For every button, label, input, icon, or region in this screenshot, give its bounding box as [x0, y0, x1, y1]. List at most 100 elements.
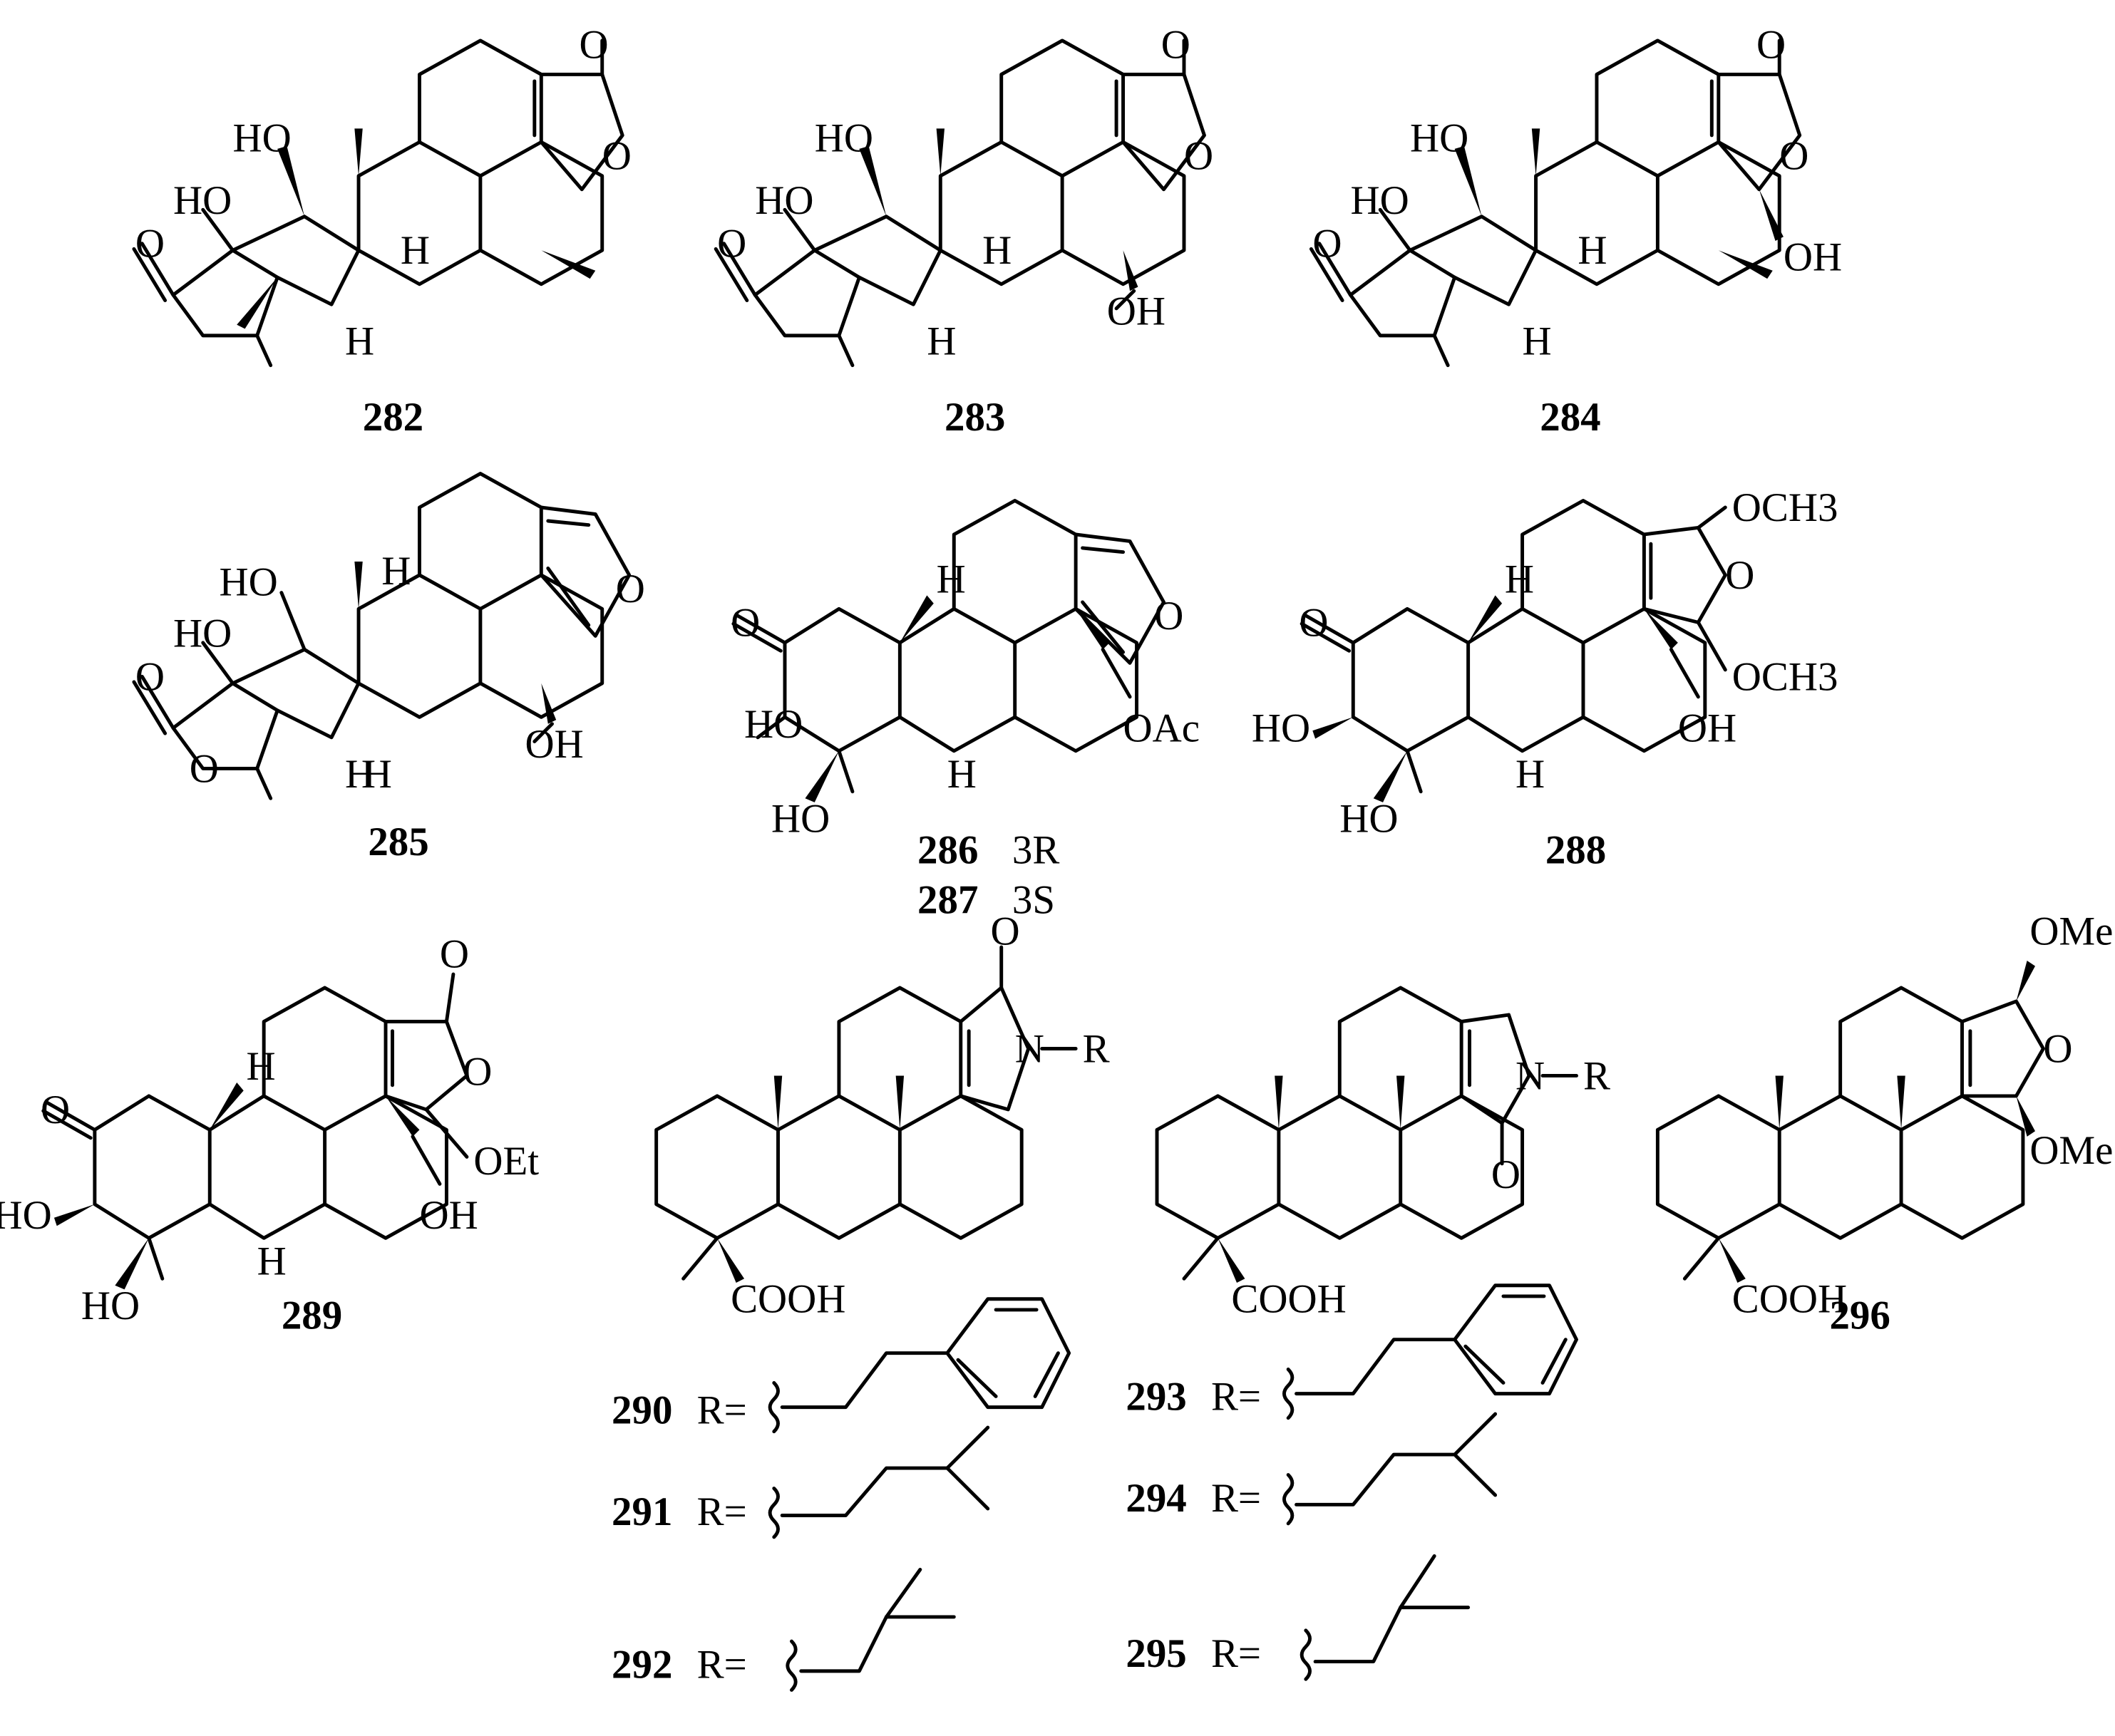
scaffold-lactam-b: O N R COOH	[1155, 986, 1610, 1322]
atom-label: O	[602, 133, 632, 178]
stereo-label-287: 3S	[1012, 878, 1055, 923]
atom-label: R	[1083, 1026, 1110, 1071]
atom-label: HO	[0, 1193, 52, 1238]
atom-label: OH	[1784, 235, 1842, 280]
compound-number-284: 284	[1540, 395, 1600, 440]
atom-label: OEt	[473, 1139, 539, 1184]
compound-number-295: 295	[1126, 1631, 1186, 1676]
atom-label: HO	[1410, 116, 1468, 161]
scaffold-lactam-a: O N R COOH	[654, 909, 1110, 1322]
atom-label: O	[1756, 23, 1786, 68]
atom-label: HO	[173, 178, 232, 223]
atom-label: O	[41, 1087, 70, 1132]
atom-label: HO	[1252, 706, 1310, 750]
atom-label: HO	[1339, 797, 1398, 842]
atom-label: O	[1154, 594, 1183, 639]
atom-label: N	[1516, 1053, 1545, 1098]
atom-label: H	[363, 752, 392, 797]
atom-label: O	[1779, 133, 1808, 178]
atom-label: OCH3	[1732, 654, 1838, 699]
atom-label: H	[345, 752, 374, 797]
atom-label: O	[1491, 1152, 1520, 1197]
atom-label: N	[1015, 1026, 1044, 1071]
atom-label: H	[1523, 319, 1552, 363]
atom-label: HO	[81, 1283, 140, 1328]
atom-label: O	[1184, 133, 1213, 178]
compound-number-291: 291	[612, 1489, 672, 1534]
r-prefix-294: R=	[1211, 1476, 1261, 1521]
atom-label: H	[1578, 228, 1607, 273]
atom-label: O	[616, 567, 645, 611]
atom-label: H	[1505, 557, 1534, 602]
atom-label: HO	[755, 178, 813, 223]
structure-296: O OMe OMe COOH 296	[1655, 909, 2113, 1338]
compound-number-292: 292	[612, 1642, 672, 1687]
atom-label: COOH	[1231, 1277, 1346, 1322]
stereo-label-286: 3R	[1012, 827, 1059, 872]
atom-label: COOH	[1732, 1277, 1847, 1322]
r-prefix-290: R=	[697, 1388, 747, 1432]
atom-label: OH	[419, 1193, 478, 1238]
atom-label: O	[579, 23, 608, 68]
atom-label: OMe	[2029, 909, 2113, 954]
atom-label: OCH3	[1732, 485, 1838, 530]
atom-label: H	[381, 549, 411, 594]
atom-label: H	[1516, 752, 1545, 797]
compound-number-282: 282	[363, 395, 423, 440]
compound-number-287: 287	[917, 878, 978, 923]
atom-label: O	[190, 746, 219, 791]
r-group-290: 290 R=	[612, 1297, 1071, 1434]
atom-label: HO	[771, 797, 830, 842]
structure-282: O O O HO HO H H 282	[132, 23, 632, 440]
atom-label: COOH	[731, 1277, 845, 1322]
compound-number-290: 290	[612, 1388, 672, 1432]
compound-number-288: 288	[1545, 827, 1606, 872]
r-group-291: 291 R=	[612, 1425, 990, 1539]
atom-label: O	[991, 909, 1020, 954]
atom-label: H	[401, 228, 430, 273]
atom-label: O	[731, 600, 760, 645]
r-group-295: 295 R=	[1126, 1554, 1471, 1681]
atom-label: O	[1312, 222, 1342, 267]
atom-label: H	[927, 319, 956, 363]
atom-label: O	[440, 932, 469, 977]
atom-label: HO	[815, 116, 873, 161]
atom-label: O	[463, 1050, 492, 1095]
atom-label: HO	[1350, 178, 1409, 223]
atom-label: R	[1583, 1053, 1610, 1098]
compound-number-289: 289	[282, 1293, 342, 1338]
atom-label: HO	[173, 611, 232, 656]
atom-label: H	[937, 557, 966, 602]
atom-label: O	[717, 222, 746, 267]
atom-label: O	[1725, 553, 1754, 598]
structure-284: O O O HO HO H H OH 284	[1309, 23, 1842, 440]
r-prefix-291: R=	[697, 1489, 747, 1534]
atom-label: H	[257, 1239, 287, 1284]
r-prefix-295: R=	[1211, 1631, 1261, 1676]
atom-label: H	[246, 1044, 275, 1089]
r-group-294: 294 R=	[1126, 1412, 1498, 1526]
structure-285: H O O O HO HO H H OH 285	[132, 472, 645, 864]
atom-label: HO	[233, 116, 292, 161]
atom-label: OAc	[1123, 706, 1200, 750]
r-group-293: 293 R=	[1126, 1283, 1578, 1420]
compound-number-293: 293	[1126, 1374, 1186, 1419]
atom-label: OMe	[2029, 1128, 2113, 1173]
atom-label: OH	[525, 722, 584, 767]
compound-number-294: 294	[1126, 1476, 1186, 1521]
atom-label: O	[135, 654, 165, 699]
atom-label: OH	[1107, 289, 1165, 334]
r-prefix-292: R=	[697, 1642, 747, 1687]
structure-286: O O HO HO H H OAc 286 3R 287 3S	[731, 499, 1200, 923]
atom-label: O	[1299, 600, 1328, 645]
compound-number-296: 296	[1829, 1293, 1890, 1338]
atom-label: HO	[744, 702, 803, 747]
structure-289: O O O HO HO H H OH OEt 289	[0, 932, 539, 1338]
compound-number-283: 283	[945, 395, 1005, 440]
r-group-292: 292 R=	[612, 1567, 956, 1692]
structure-283: O O O HO HO H H OH 283	[714, 23, 1213, 440]
atom-label: O	[2043, 1026, 2072, 1071]
atom-label: H	[982, 228, 1012, 273]
atom-label: OH	[1678, 706, 1736, 750]
